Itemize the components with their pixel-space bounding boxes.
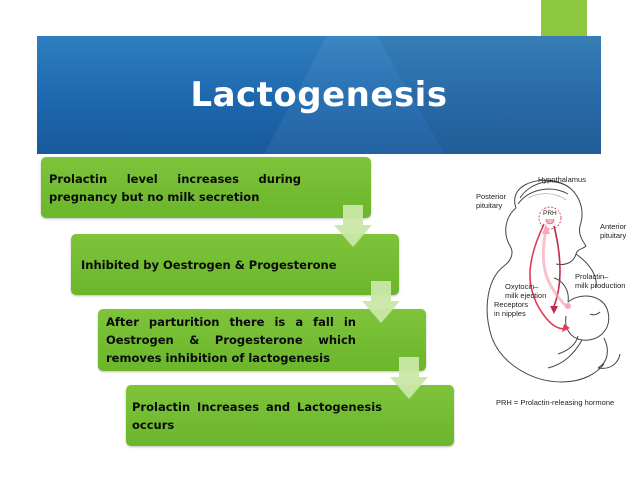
- label-hypothalamus: Hypothalamus: [538, 175, 586, 184]
- label-anterior-pituitary: Anterior pituitary: [600, 222, 627, 240]
- slide-title: Lactogenesis: [190, 75, 448, 115]
- lactation-reflex-illustration: [486, 179, 621, 383]
- flow-step-2: Inhibited by Oestrogen & Progesterone: [71, 234, 399, 295]
- flow-step-3: After parturition there is a fall in Oes…: [98, 309, 426, 371]
- flow-step-text: Prolactin Increases and Lactogenesis occ…: [132, 399, 382, 432]
- flow-step-text: Inhibited by Oestrogen & Progesterone: [81, 257, 337, 272]
- flow-step-text: After parturition there is a fall in Oes…: [106, 315, 356, 365]
- label-prolactin: Prolactin– milk production: [575, 272, 626, 290]
- title-banner: [37, 36, 601, 154]
- label-receptors: Receptors in nipples: [494, 300, 529, 318]
- flow-step-text: Prolactin level increases during pregnan…: [49, 171, 301, 204]
- down-arrow-icon: [390, 357, 428, 399]
- label-posterior-pituitary: Posterior pituitary: [476, 192, 507, 210]
- flow-step-1: Prolactin level increases during pregnan…: [41, 157, 371, 218]
- label-oxytocin: Oxytocin– milk ejection: [505, 282, 547, 300]
- label-prh: PRH: [542, 210, 558, 219]
- down-arrow-icon: [334, 205, 372, 247]
- flow-step-4: Prolactin Increases and Lactogenesis occ…: [126, 385, 454, 446]
- down-arrow-icon: [362, 281, 400, 323]
- figure-caption: PRH = Prolactin-releasing hormone: [496, 398, 615, 407]
